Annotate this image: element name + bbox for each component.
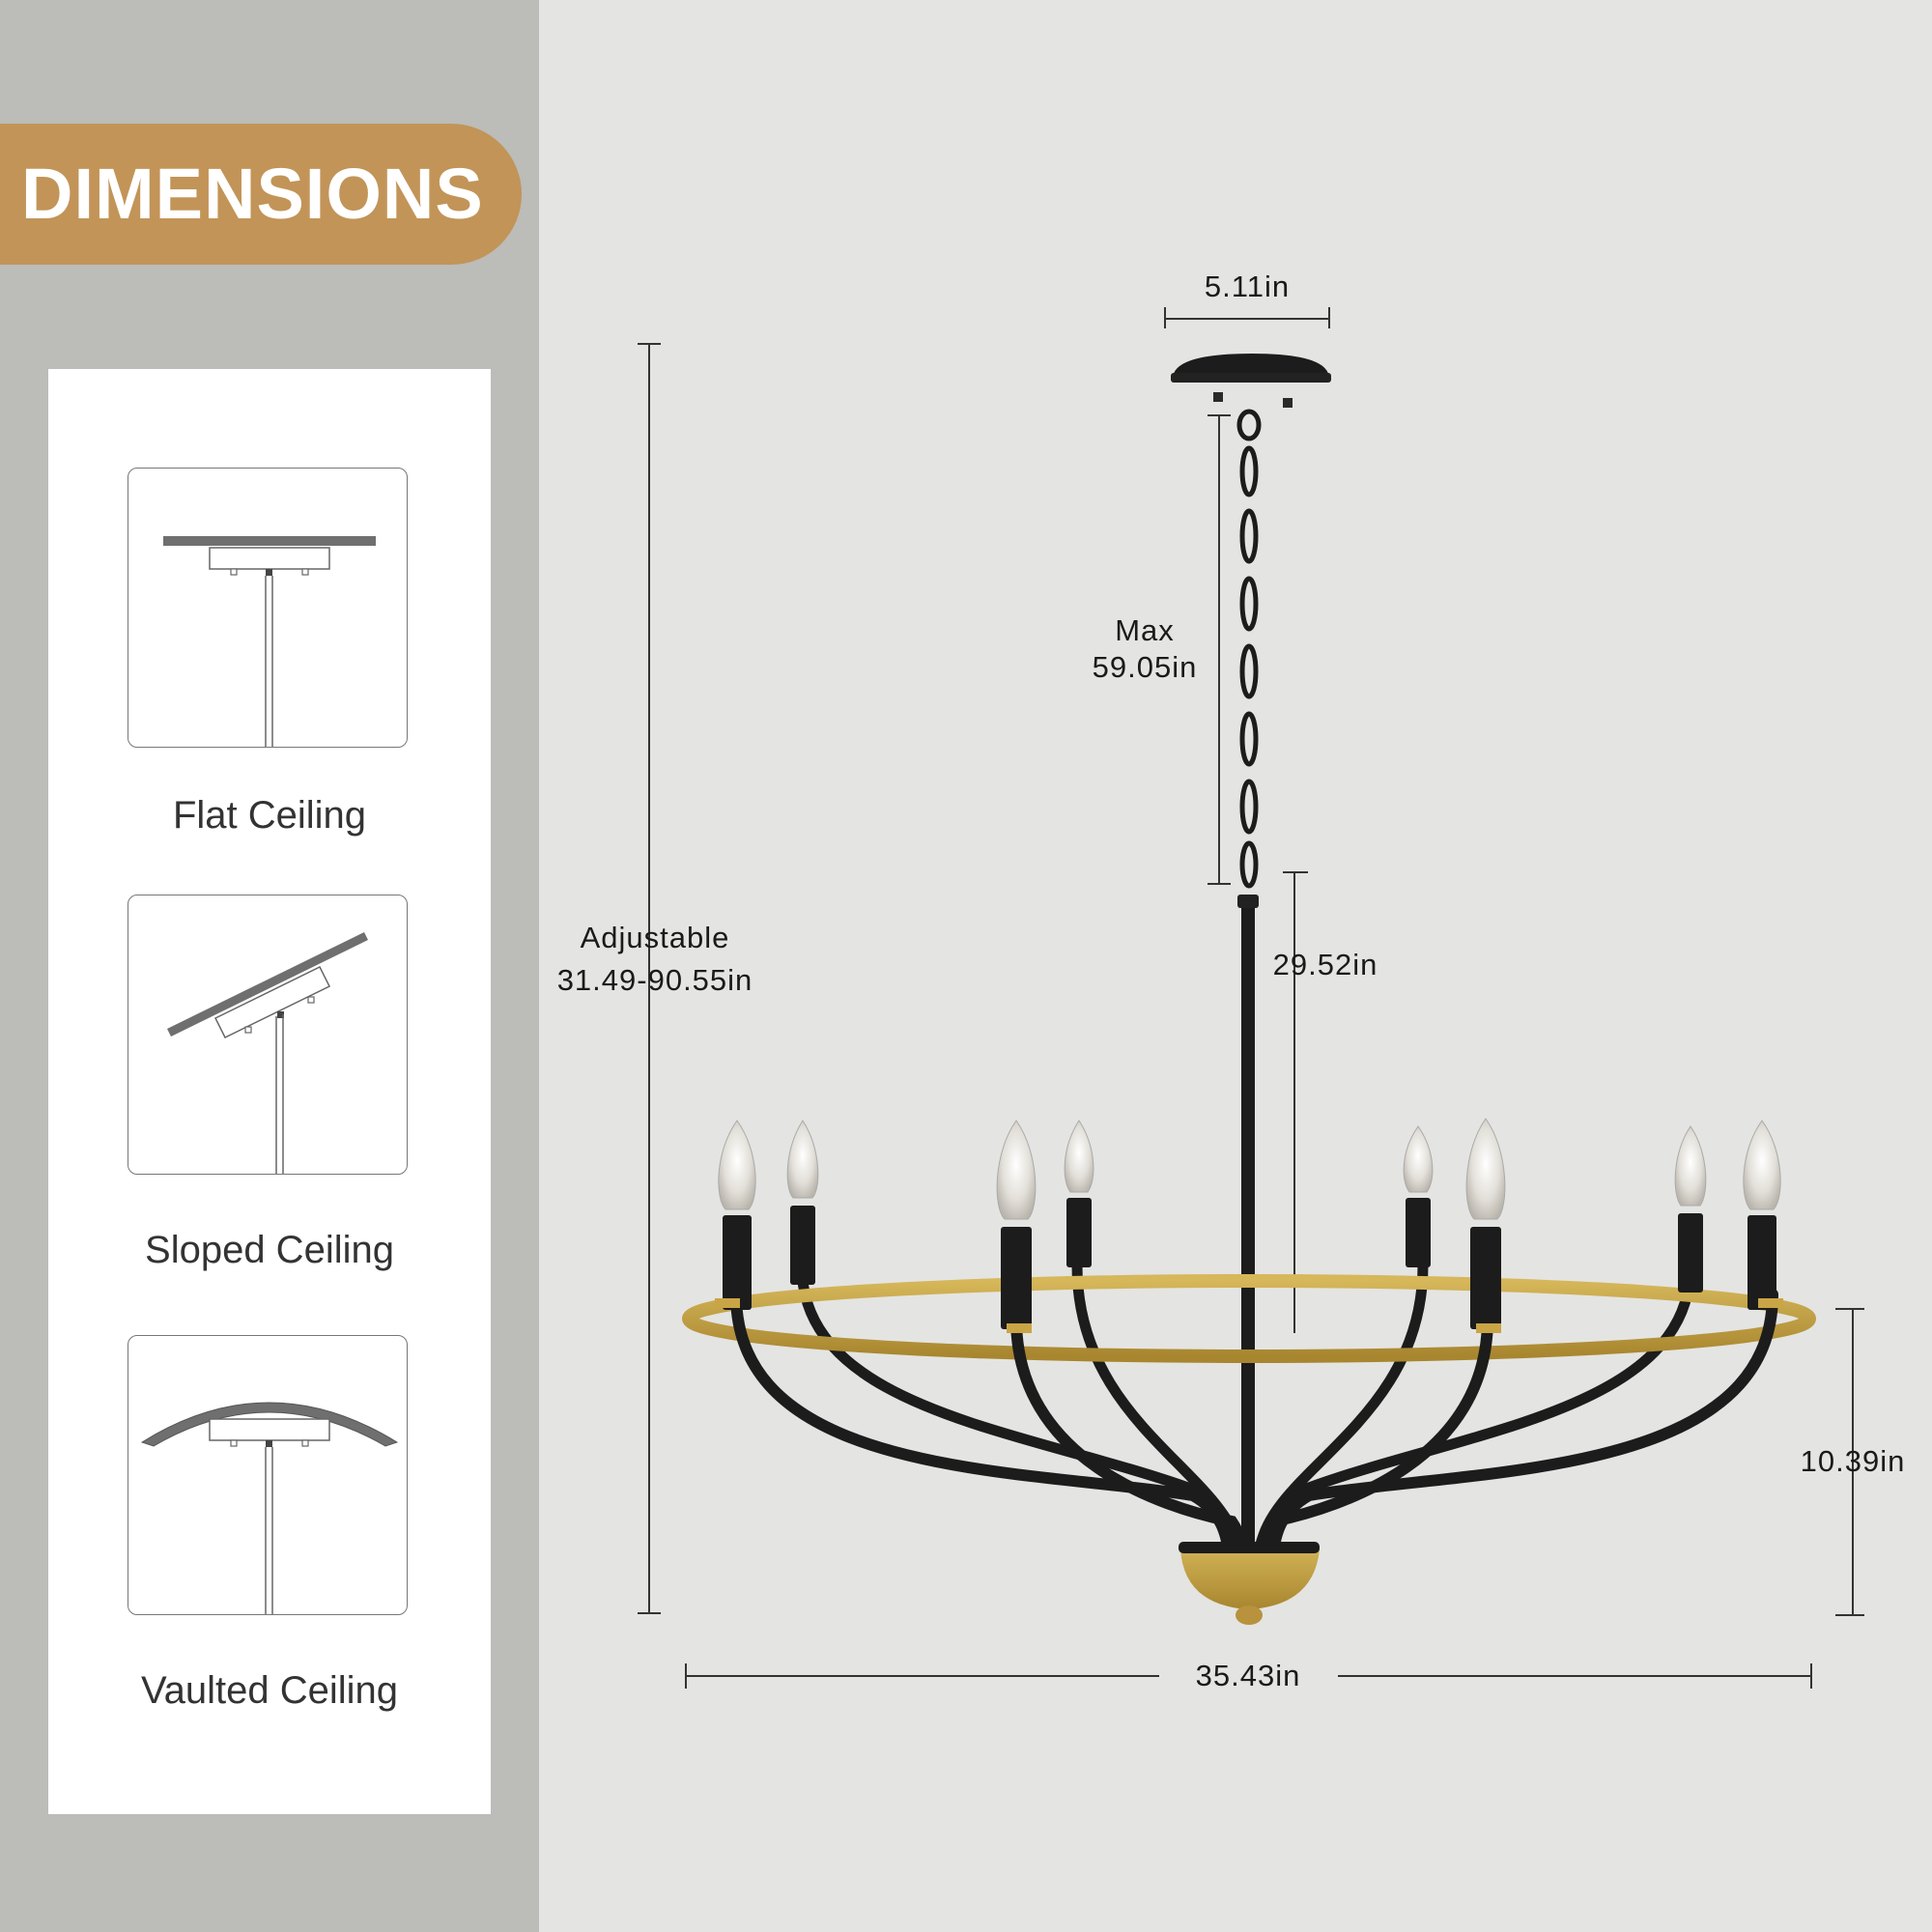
front-arms <box>730 1289 1778 1559</box>
dimensions-badge: DIMENSIONS <box>0 124 522 265</box>
left-panel: DIMENSIONS Flat Ceiling <box>0 0 539 1932</box>
flat-ceiling-label: Flat Ceiling <box>172 794 367 837</box>
adjustable-height-label: Adjustable 31.49-90.55in <box>537 920 773 999</box>
frame-height-label: 10.39in <box>1800 1444 1906 1478</box>
chain <box>1236 409 1262 889</box>
vaulted-ceiling-icon <box>128 1335 408 1615</box>
vaulted-ceiling-label: Vaulted Ceiling <box>140 1669 399 1712</box>
dimension-lines <box>638 307 1864 1689</box>
gold-ring <box>682 1274 1816 1363</box>
sloped-ceiling-icon <box>128 895 408 1175</box>
chain-max-caption: Max <box>1115 613 1175 647</box>
chain-max-value: 59.05in <box>1092 650 1198 684</box>
flat-ceiling-icon <box>128 468 408 748</box>
candles-front <box>718 1118 1781 1329</box>
adjustable-value: 31.49-90.55in <box>556 963 753 997</box>
adjustable-caption: Adjustable <box>580 921 730 954</box>
badge-title: DIMENSIONS <box>21 154 484 234</box>
body-height-label: 29.52in <box>1272 948 1378 981</box>
canopy-width-label: 5.11in <box>1204 270 1291 303</box>
chain-max-label: Max 59.05in <box>1072 612 1217 686</box>
candles-back <box>786 1120 1707 1293</box>
sloped-ceiling-label: Sloped Ceiling <box>145 1229 394 1271</box>
ceiling-types-card: Flat Ceiling Sloped Ceiling <box>48 369 491 1814</box>
overall-width-label: 35.43in <box>1195 1659 1301 1692</box>
